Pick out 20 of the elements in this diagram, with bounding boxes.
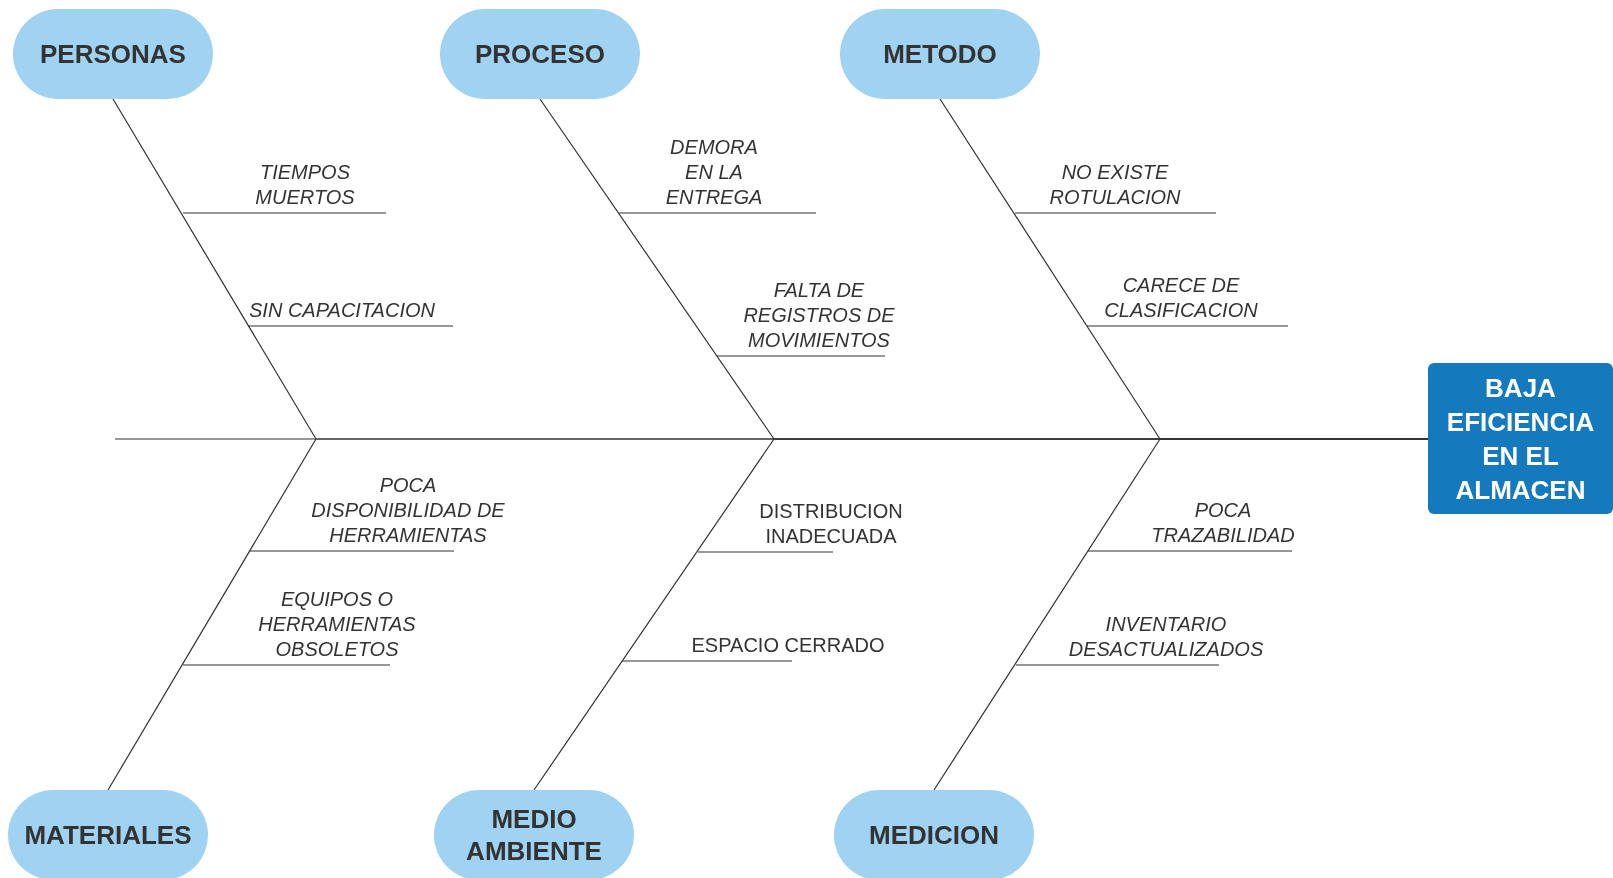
cause-text: SIN CAPACITACION: [248, 298, 436, 323]
cause-text: ESPACIO CERRADO: [690, 633, 886, 658]
cause-text: INVENTARIO DESACTUALIZADOS: [1067, 612, 1265, 662]
category-text: MEDICION: [868, 819, 1000, 851]
cause-text: CARECE DE CLASIFICACION: [1103, 273, 1259, 323]
cause-text: DISTRIBUCION INADECUADA: [758, 499, 904, 549]
cause-text: DEMORA EN LA ENTREGA: [664, 135, 764, 210]
cause-text: POCA TRAZABILIDAD: [1150, 498, 1296, 548]
cause-text: POCA DISPONIBILIDAD DE HERRAMIENTAS: [310, 473, 506, 548]
category-text: PROCESO: [474, 38, 606, 70]
effect-text: BAJA EFICIENCIA EN EL ALMACEN: [1445, 371, 1596, 507]
category-text: MEDIO AMBIENTE: [465, 803, 603, 867]
category-text: PERSONAS: [39, 38, 187, 70]
cause-text: EQUIPOS O HERRAMIENTAS OBSOLETOS: [257, 587, 417, 662]
effect-box: [1428, 363, 1613, 514]
cause-text: FALTA DE REGISTROS DE MOVIMIENTOS: [742, 278, 896, 353]
category-text: MATERIALES: [23, 819, 193, 851]
category-text: METODO: [882, 38, 998, 70]
cause-text: NO EXISTE ROTULACION: [1048, 160, 1182, 210]
cause-text: TIEMPOS MUERTOS: [254, 160, 356, 210]
